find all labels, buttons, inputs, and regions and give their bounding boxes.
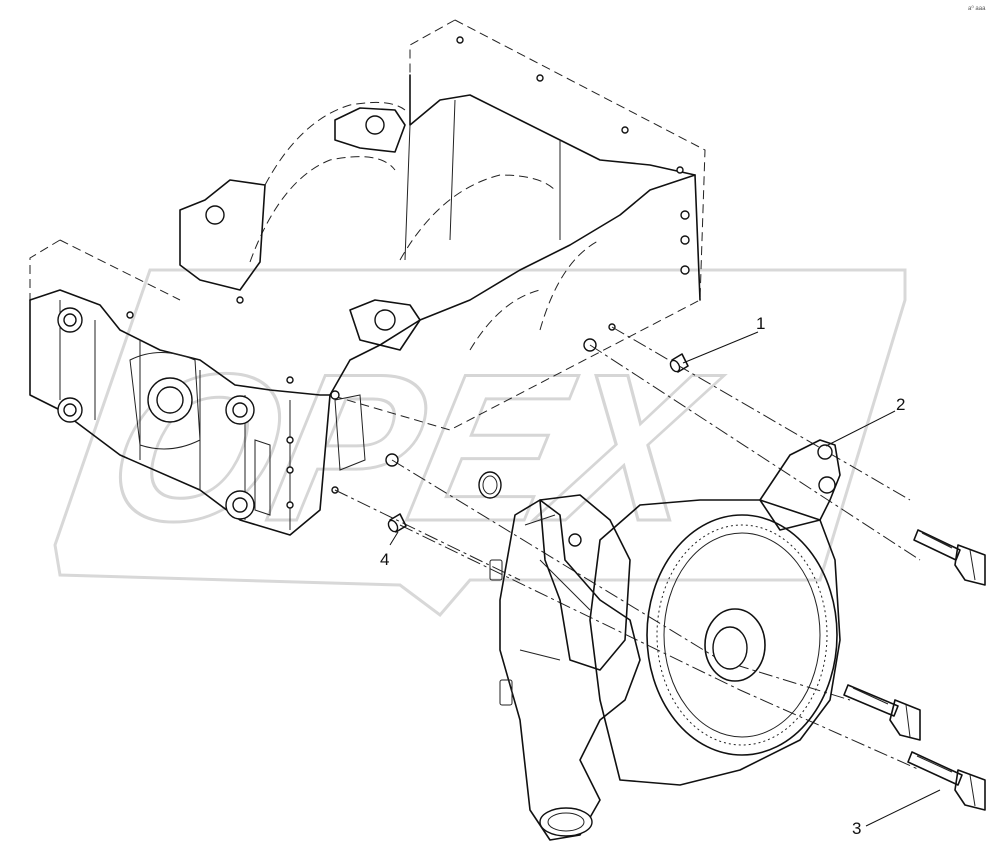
- bolt-middle: [843, 684, 921, 741]
- oil-pump-assembly: [489, 439, 841, 841]
- dowel-pin-4: [387, 513, 407, 533]
- callout-3: 3: [852, 789, 941, 838]
- dowel-pin-1: [669, 353, 689, 373]
- watermark: OPEX: [53, 268, 907, 618]
- callout-label-4: 4: [380, 550, 389, 569]
- callout-label-3: 3: [852, 819, 861, 838]
- bolt-upper: [913, 529, 986, 586]
- watermark-text: OPEX: [90, 330, 735, 564]
- drive-gear: [646, 514, 838, 756]
- callout-4: 4: [380, 531, 399, 569]
- o-ring: [478, 471, 502, 499]
- callout-2: 2: [825, 395, 905, 447]
- bolt-lower: [907, 751, 986, 811]
- callout-1: 1: [682, 314, 765, 364]
- callout-label-2: 2: [896, 395, 905, 414]
- callout-label-1: 1: [756, 314, 765, 333]
- corner-mark: a⁰ aaa: [968, 5, 986, 12]
- crankcase-block: [29, 19, 706, 536]
